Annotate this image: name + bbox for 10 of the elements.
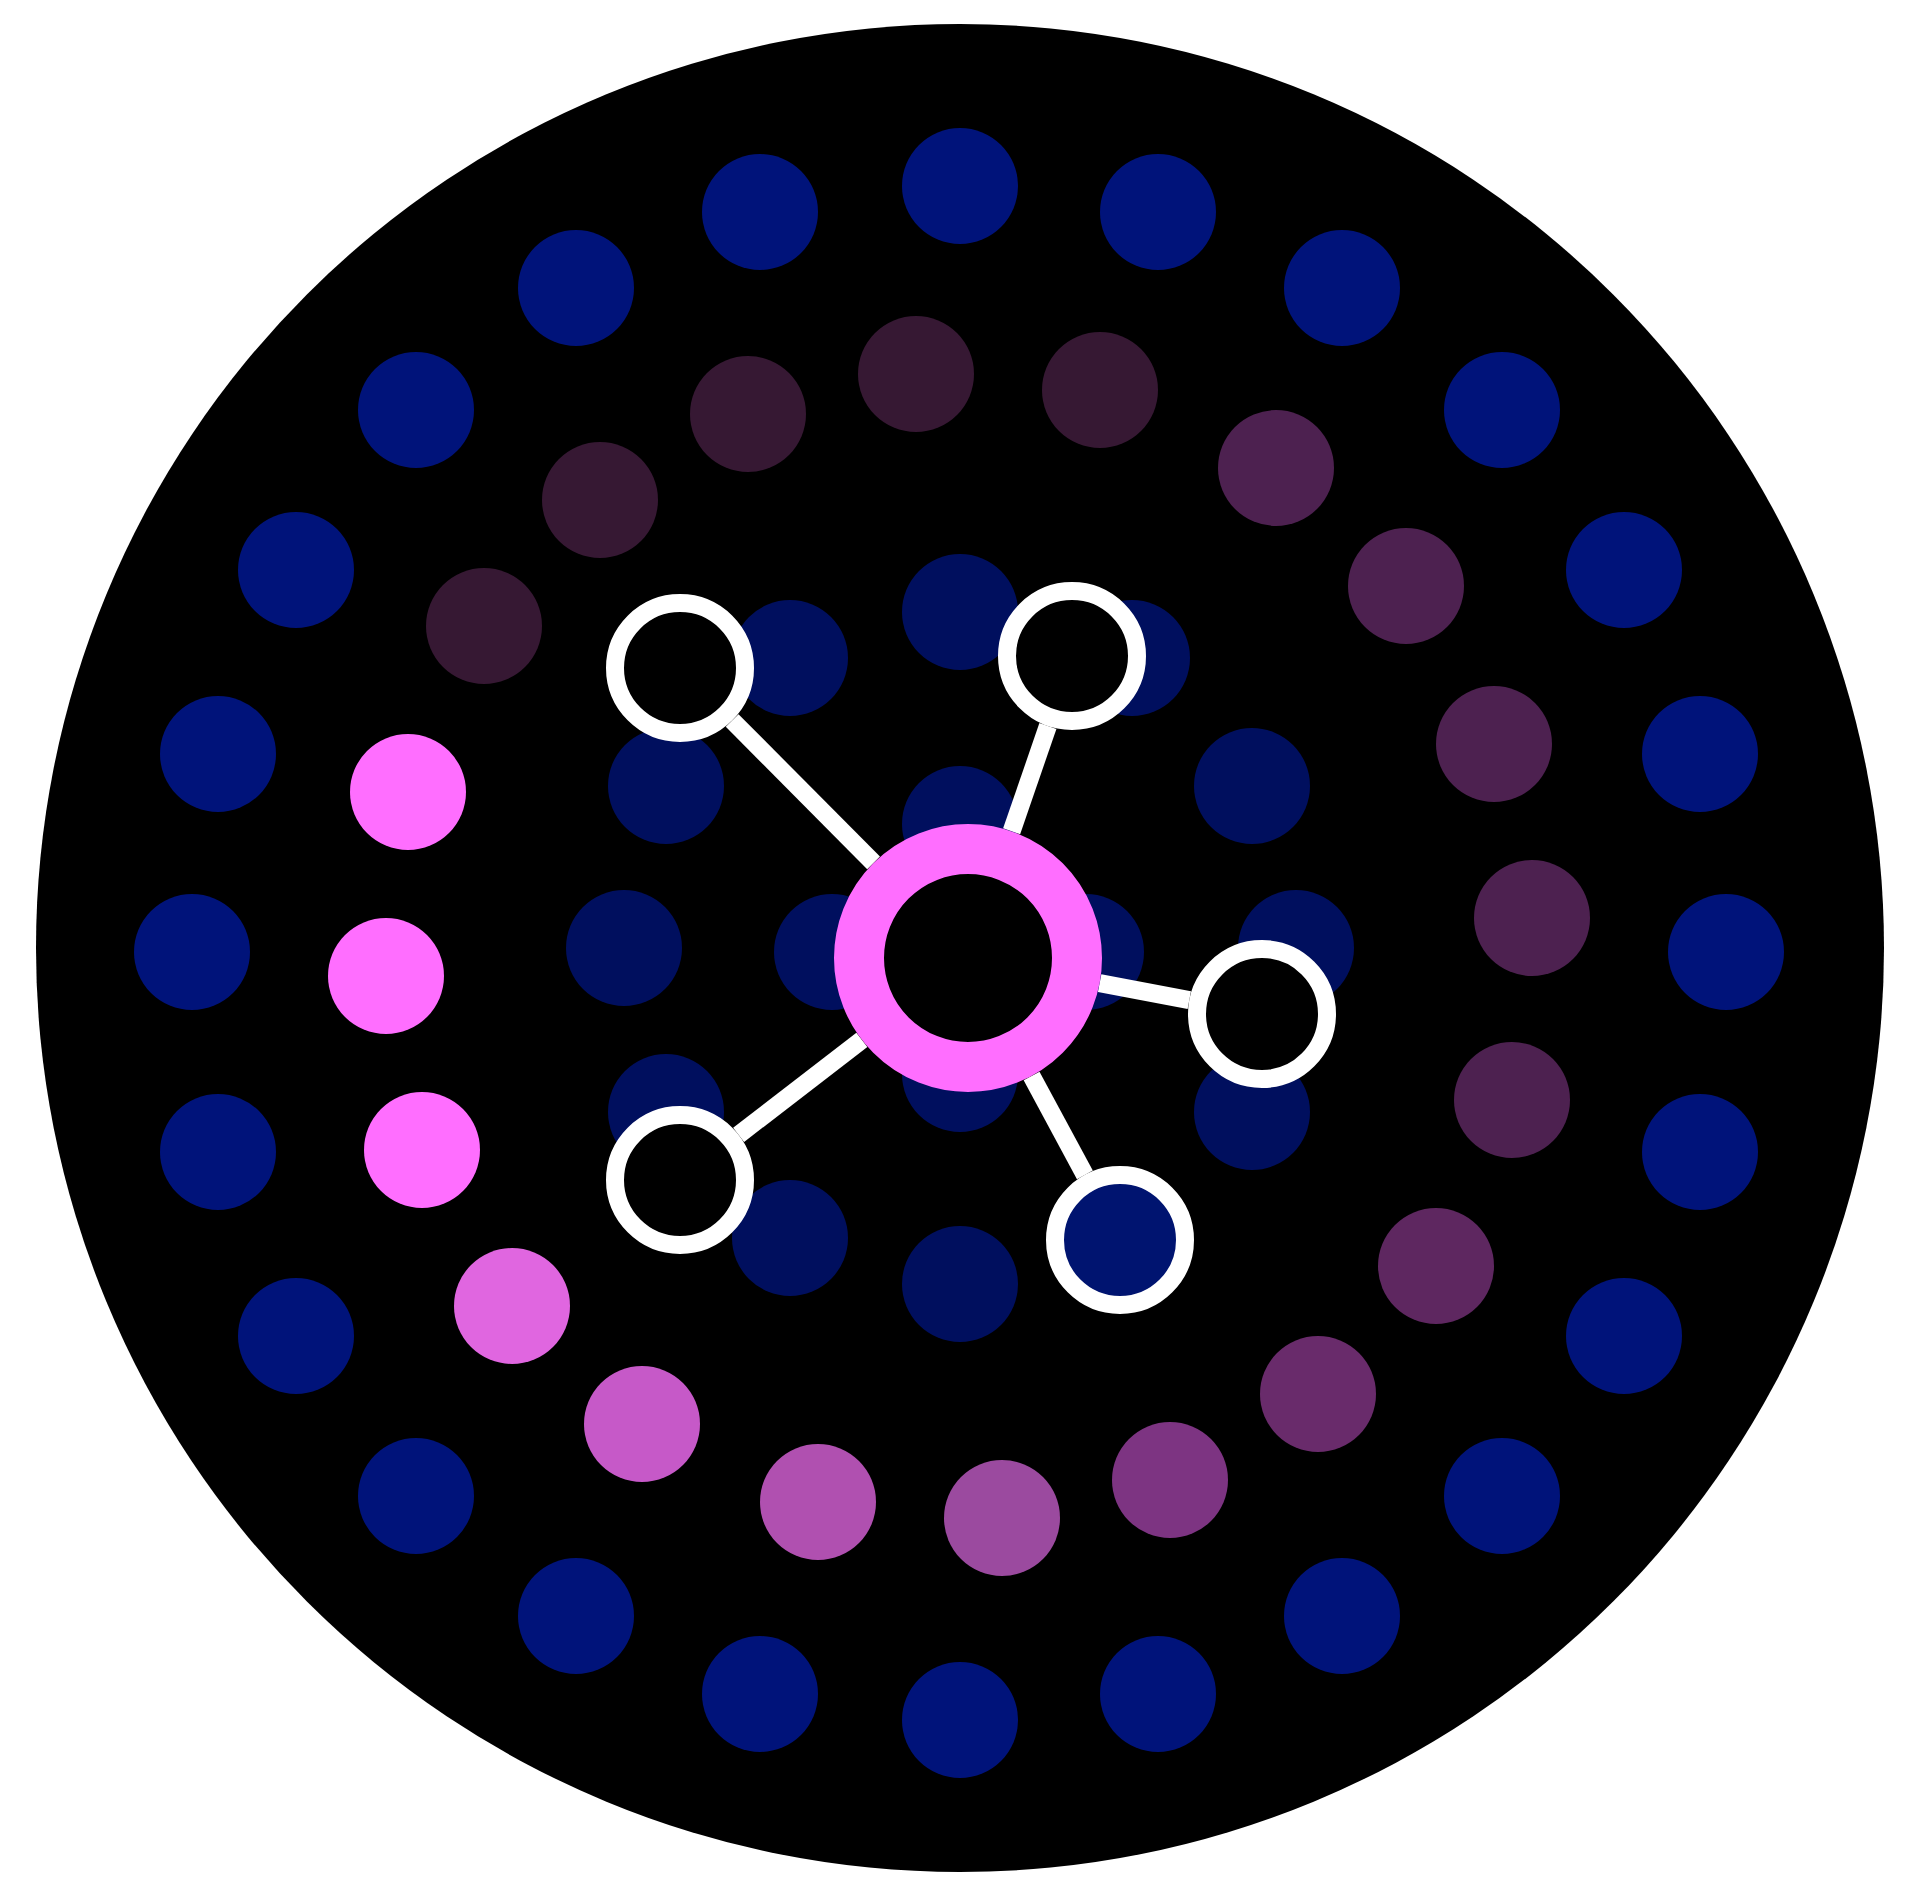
ring-node [1046, 1166, 1194, 1314]
ring-node [606, 594, 754, 742]
ring-node [1188, 940, 1336, 1088]
connector-line [725, 714, 880, 870]
ring-node [606, 1106, 754, 1254]
ring-node [834, 824, 1102, 1092]
connector-line [1023, 1071, 1093, 1180]
ring-node [998, 582, 1146, 730]
connector-line [733, 1032, 868, 1142]
connector-line [1003, 723, 1057, 835]
